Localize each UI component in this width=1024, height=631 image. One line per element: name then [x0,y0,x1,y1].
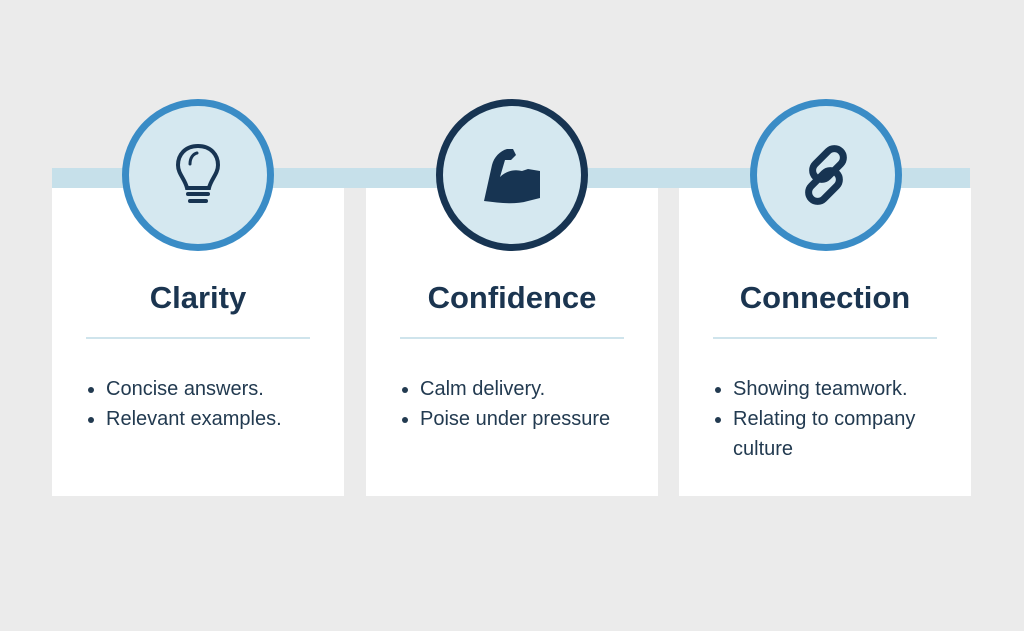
divider [400,337,624,339]
connection-badge [750,99,902,251]
list-item: Showing teamwork. [733,374,951,404]
flexed-arm-icon [484,149,540,204]
divider [86,337,310,339]
chain-link-icon [805,145,847,205]
bullet-list: Calm delivery. Poise under pressure [400,374,638,434]
confidence-badge [436,99,588,251]
card-title: Confidence [427,280,597,315]
list-item: Relevant examples. [106,404,324,434]
bullet-list: Concise answers. Relevant examples. [86,374,324,434]
list-item: Calm delivery. [420,374,638,404]
bullet-list: Showing teamwork. Relating to company cu… [713,374,951,464]
list-item: Poise under pressure [420,404,638,434]
divider [713,337,937,339]
card-title: Connection [739,280,911,315]
lightbulb-icon [175,143,221,203]
card-clarity: Clarity Concise answers. Relevant exampl… [52,188,344,496]
list-item: Relating to company culture [733,404,951,464]
clarity-badge [122,99,274,251]
list-item: Concise answers. [106,374,324,404]
card-connection: Connection Showing teamwork. Relating to… [679,188,971,496]
card-title: Clarity [149,280,247,315]
